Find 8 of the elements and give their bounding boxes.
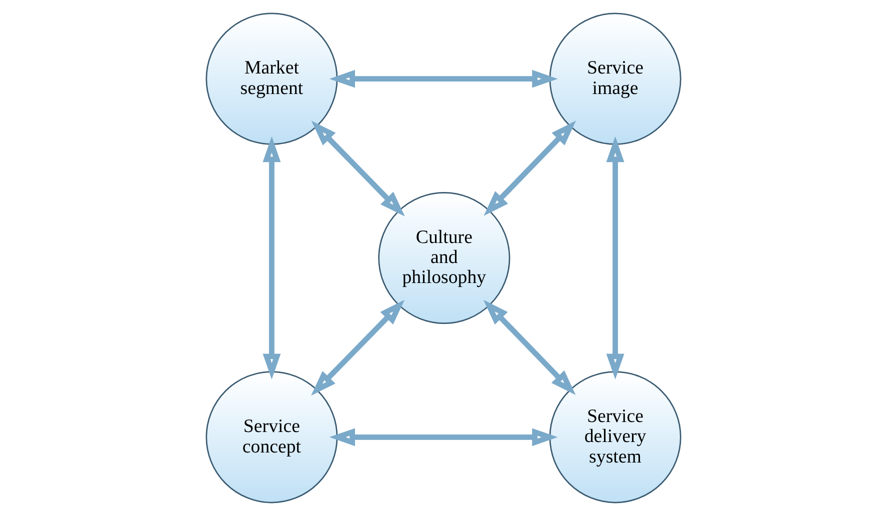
arrow (311, 300, 405, 396)
arrow (606, 136, 624, 380)
arrow (484, 120, 576, 216)
arrow (329, 428, 558, 446)
arrow (262, 136, 281, 380)
arrow (329, 70, 558, 88)
arrow (483, 300, 576, 396)
arrow (311, 120, 405, 216)
